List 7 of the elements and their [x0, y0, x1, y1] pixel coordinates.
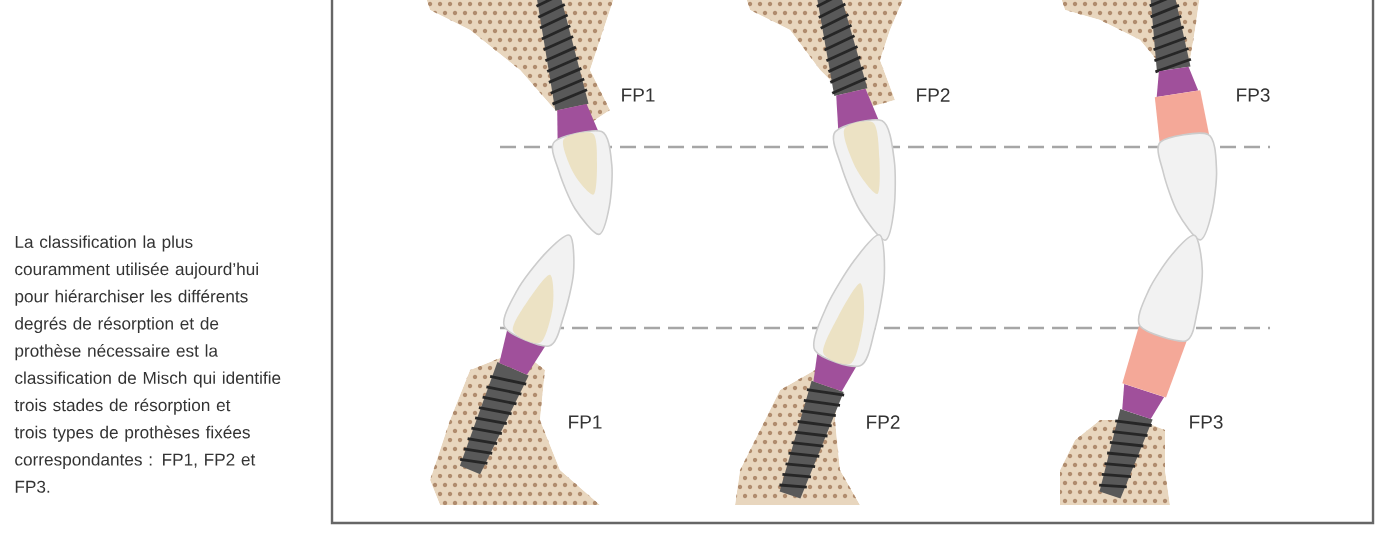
label: FP3 — [1190, 415, 1223, 429]
label: FP2 — [867, 415, 900, 429]
label: FP1 — [622, 88, 655, 102]
caption: La classification la plus couramment utilisée aujourd’hui pour hiérarchiser les différents degrés de résorption et de prothèse nécessaire est la classification de Misch qui identifie trois stades de résorption et trois types de prothèses fixées correspondantes : FP1, FP2 et FP3. — [14, 235, 281, 493]
label: FP2 — [917, 88, 950, 102]
label: FP3 — [1237, 88, 1270, 102]
label: FP1 — [569, 415, 602, 429]
